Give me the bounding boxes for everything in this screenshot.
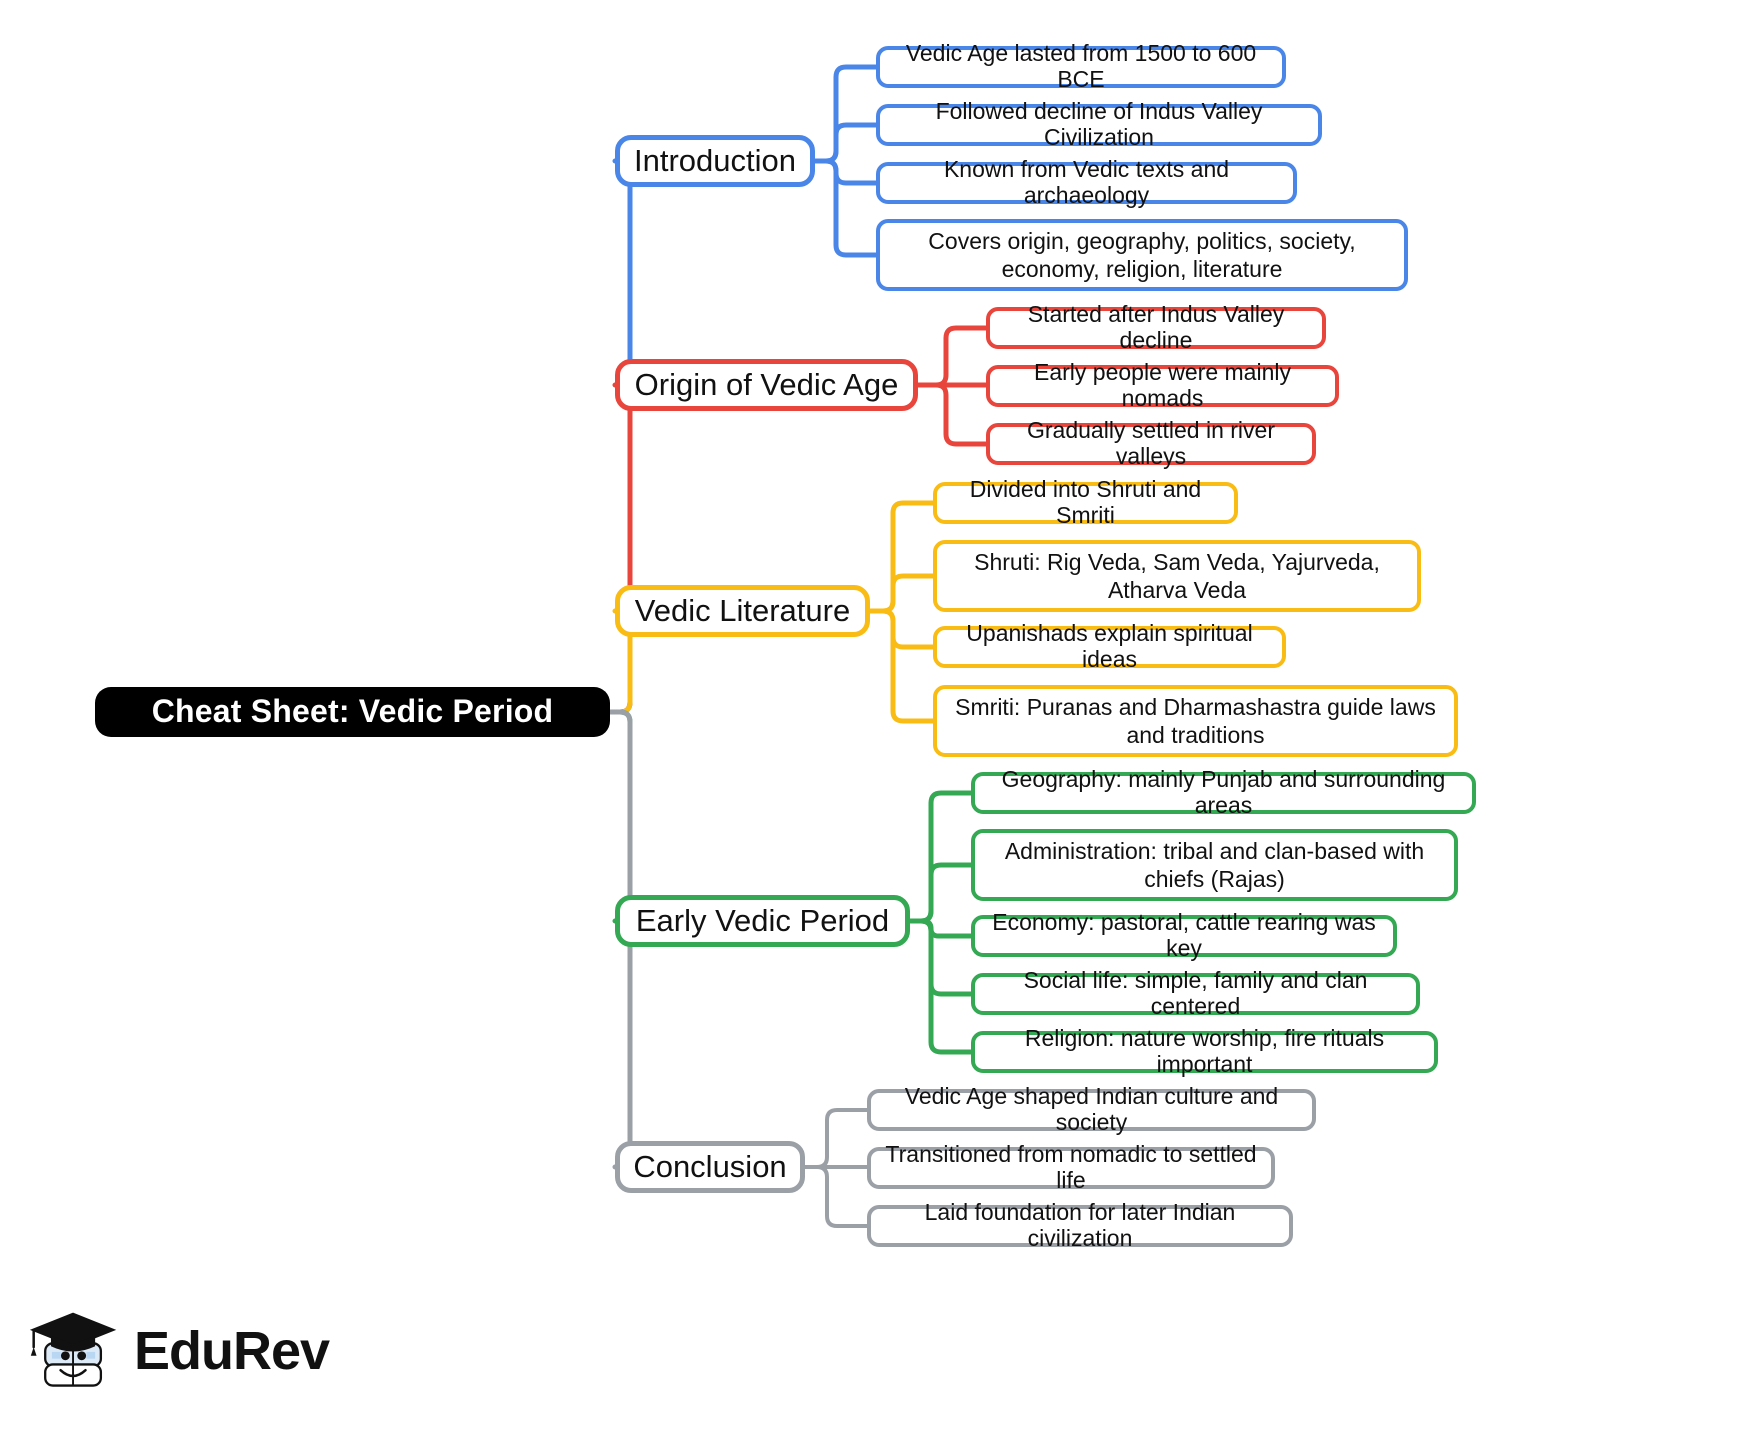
leaf-node-early-1[interactable]: Geography: mainly Punjab and surrounding… [971,766,1476,818]
leaf-node-intro-4[interactable]: Covers origin, geography, politics, soci… [876,219,1408,291]
branch-node-origin-of-vedic-age[interactable]: Origin of Vedic Age [615,359,918,411]
leaf-node-early-4[interactable]: Social life: simple, family and clan cen… [971,967,1420,1019]
leaf-node-conclusion-2[interactable]: Transitioned from nomadic to settled lif… [867,1141,1275,1193]
leaf-label: Religion: nature worship, fire rituals i… [1024,1025,1385,1077]
leaf-node-early-2[interactable]: Administration: tribal and clan-based wi… [971,829,1458,901]
branch-label: Origin of Vedic Age [634,366,899,402]
leaf-node-origin-3[interactable]: Gradually settled in river valleys [986,417,1316,469]
leaf-label: Administration: tribal and clan-based wi… [1004,837,1425,892]
leaf-node-conclusion-3[interactable]: Laid foundation for later Indian civiliz… [867,1199,1293,1251]
leaf-node-literature-4[interactable]: Smriti: Puranas and Dharmashastra guide … [933,685,1458,757]
leaf-label: Started after Indus Valley decline [1027,301,1285,353]
leaf-label: Transitioned from nomadic to settled lif… [885,1141,1257,1193]
leaf-label: Early people were mainly nomads [1034,359,1291,411]
leaf-label: Divided into Shruti and Smriti [969,476,1202,528]
leaf-label: Upanishads explain spiritual ideas [966,620,1253,672]
leaf-node-origin-1[interactable]: Started after Indus Valley decline [986,301,1326,353]
leaf-node-literature-1[interactable]: Divided into Shruti and Smriti [933,476,1238,528]
branch-node-conclusion[interactable]: Conclusion [615,1141,805,1193]
leaf-node-intro-1[interactable]: Vedic Age lasted from 1500 to 600 BCE [876,40,1286,92]
leaf-node-early-3[interactable]: Economy: pastoral, cattle rearing was ke… [971,909,1397,961]
branch-label: Vedic Literature [634,592,851,628]
branch-label: Introduction [634,142,796,178]
leaf-label: Laid foundation for later Indian civiliz… [924,1199,1236,1251]
root-node[interactable]: Cheat Sheet: Vedic Period [95,687,610,737]
edurev-logo: EduRev [26,1296,330,1406]
leaf-label: Known from Vedic texts and archaeology [943,156,1230,208]
branch-node-introduction[interactable]: Introduction [615,135,815,187]
edurev-wordmark: EduRev [134,1321,330,1381]
leaf-node-origin-2[interactable]: Early people were mainly nomads [986,359,1339,411]
branch-label: Early Vedic Period [635,902,890,938]
leaf-node-conclusion-1[interactable]: Vedic Age shaped Indian culture and soci… [867,1083,1316,1135]
branch-node-vedic-literature[interactable]: Vedic Literature [615,585,870,637]
leaf-label: Vedic Age lasted from 1500 to 600 BCE [905,40,1257,92]
leaf-label: Gradually settled in river valleys [1027,417,1275,469]
leaf-label: Covers origin, geography, politics, soci… [928,227,1356,282]
leaf-label: Followed decline of Indus Valley Civiliz… [935,98,1263,150]
leaf-node-early-5[interactable]: Religion: nature worship, fire rituals i… [971,1025,1438,1077]
leaf-node-intro-2[interactable]: Followed decline of Indus Valley Civiliz… [876,98,1322,150]
root-node-label: Cheat Sheet: Vedic Period [151,693,554,730]
leaf-label: Geography: mainly Punjab and surrounding… [1001,766,1446,818]
leaf-label: Shruti: Rig Veda, Sam Veda, Yajurveda, A… [974,548,1380,603]
leaf-label: Smriti: Puranas and Dharmashastra guide … [955,693,1436,748]
graduation-cap-book-icon [26,1303,122,1399]
branch-label: Conclusion [633,1148,787,1184]
leaf-label: Economy: pastoral, cattle rearing was ke… [992,909,1376,961]
leaf-node-literature-2[interactable]: Shruti: Rig Veda, Sam Veda, Yajurveda, A… [933,540,1421,612]
branch-node-early-vedic-period[interactable]: Early Vedic Period [615,895,910,947]
leaf-node-literature-3[interactable]: Upanishads explain spiritual ideas [933,620,1286,672]
leaf-node-intro-3[interactable]: Known from Vedic texts and archaeology [876,156,1297,208]
leaf-label: Vedic Age shaped Indian culture and soci… [904,1083,1279,1135]
leaf-label: Social life: simple, family and clan cen… [1023,967,1368,1019]
